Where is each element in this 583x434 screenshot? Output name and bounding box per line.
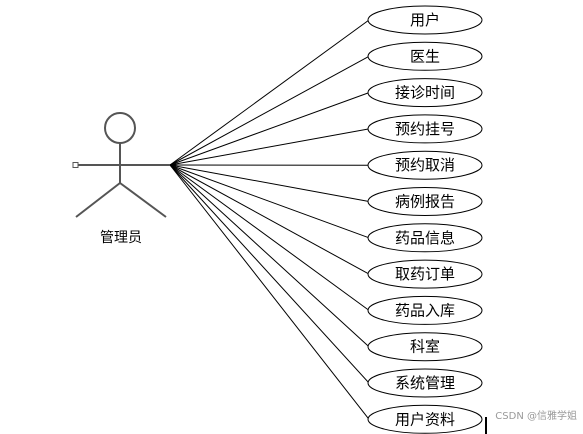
use-case: 系统管理 xyxy=(367,368,483,398)
actor-arm-handle xyxy=(72,162,79,168)
use-case: 科室 xyxy=(367,332,483,362)
use-case-ellipse xyxy=(367,368,483,398)
actor-head xyxy=(104,112,136,144)
actor-label: 管理员 xyxy=(100,230,142,246)
use-case: 药品入库 xyxy=(367,295,483,325)
use-case-ellipse xyxy=(367,114,483,144)
use-case-label: 接诊时间 xyxy=(395,84,455,102)
use-case: 药品信息 xyxy=(367,223,483,253)
use-case-label: 科室 xyxy=(410,338,440,356)
watermark: CSDN @信雅学姐 xyxy=(495,411,577,422)
use-case: 接诊时间 xyxy=(367,78,483,108)
use-case-ellipse xyxy=(367,223,483,253)
use-case-label: 取药订单 xyxy=(395,265,455,283)
use-case-ellipse xyxy=(367,404,483,434)
association-lines xyxy=(169,19,370,420)
use-case: 用户资料 xyxy=(367,404,483,434)
use-case-label: 药品入库 xyxy=(395,301,455,319)
use-case-label: 病例报告 xyxy=(395,193,455,211)
use-case: 预约取消 xyxy=(367,150,483,180)
use-case-ellipse xyxy=(367,187,483,216)
use-case-label: 医生 xyxy=(410,47,440,65)
association-line xyxy=(169,164,370,384)
actor-right-leg xyxy=(119,182,167,218)
association-line xyxy=(169,164,370,420)
association-line xyxy=(169,19,370,166)
association-line xyxy=(169,164,370,348)
association-line xyxy=(169,164,370,202)
actor-administrator: 管理员 xyxy=(72,112,170,246)
use-case-label: 药品信息 xyxy=(395,229,455,247)
use-case: 取药订单 xyxy=(367,259,483,289)
use-case: 病例报告 xyxy=(367,187,483,216)
use-case-ellipse xyxy=(367,5,483,35)
use-case: 医生 xyxy=(367,41,483,71)
use-case-ellipse xyxy=(367,295,483,325)
association-line xyxy=(169,164,370,311)
use-case-ellipse xyxy=(367,259,483,289)
use-case-label: 用户资料 xyxy=(395,410,455,428)
use-case-ellipse xyxy=(367,332,483,362)
use-case: 预约挂号 xyxy=(367,114,483,144)
use-case-label: 预约挂号 xyxy=(395,120,455,138)
use-case-ellipse xyxy=(367,41,483,71)
use-case: 用户 xyxy=(367,5,483,35)
use-case-label: 用户 xyxy=(410,11,440,29)
use-case-label: 系统管理 xyxy=(395,374,455,392)
use-case-label: 预约取消 xyxy=(395,156,455,174)
use-case-ellipse xyxy=(367,78,483,108)
use-case-ellipse xyxy=(367,150,483,180)
actor-left-leg xyxy=(75,182,121,218)
association-line xyxy=(169,128,370,166)
association-line xyxy=(169,164,370,239)
use-cases: 用户医生接诊时间预约挂号预约取消病例报告药品信息取药订单药品入库科室系统管理用户… xyxy=(367,5,483,434)
association-line xyxy=(169,164,370,275)
association-line xyxy=(169,92,370,166)
association-line xyxy=(169,55,370,166)
